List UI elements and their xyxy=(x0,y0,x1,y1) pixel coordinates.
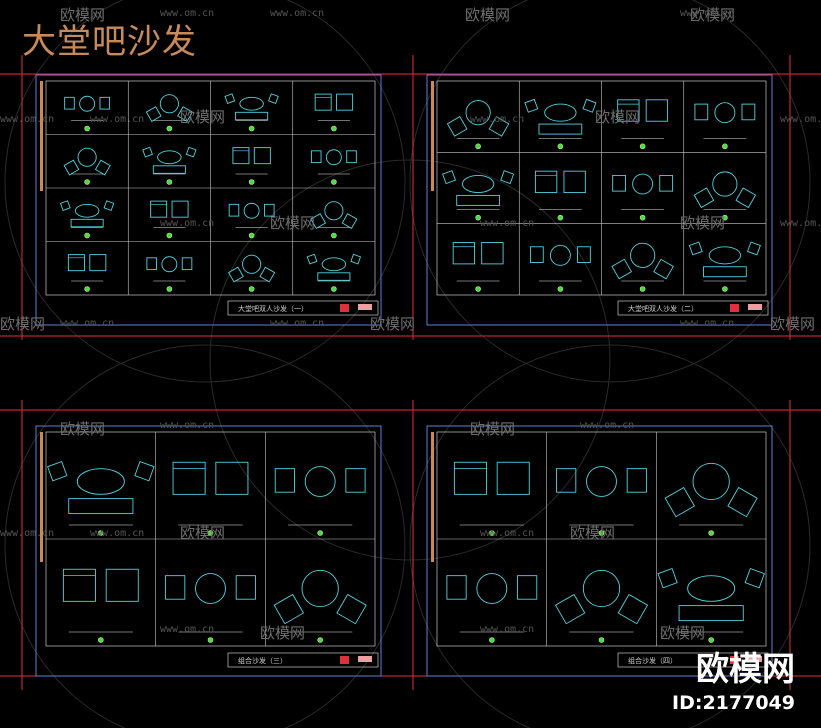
furniture-block xyxy=(556,466,647,536)
watermark-brand-text: 欧模网 xyxy=(595,108,641,126)
sheet-side-bar xyxy=(431,81,434,191)
watermark-url-text: www.om.cn xyxy=(270,8,325,19)
furniture-block xyxy=(59,200,115,239)
watermark-url-text: www.om.cn xyxy=(90,114,145,125)
furniture-block xyxy=(534,170,586,221)
furniture-block xyxy=(693,171,757,221)
sheet-title: 组合沙发（四） xyxy=(628,656,677,665)
watermark-brand-text: 欧模网 xyxy=(570,524,616,542)
title-block: 大堂吧双人沙发（一） xyxy=(227,300,379,316)
furniture-block xyxy=(453,461,530,536)
watermark-brand-text: 欧模网 xyxy=(180,108,226,126)
furniture-block xyxy=(611,242,674,292)
furniture-block xyxy=(524,98,597,150)
watermark-url-text: www.om.cn xyxy=(480,528,535,539)
furniture-block xyxy=(529,244,591,292)
sheet-title: 大堂吧双人沙发（一） xyxy=(238,304,308,313)
watermark-arcs xyxy=(4,0,811,728)
furniture-block xyxy=(617,99,669,150)
furniture-block xyxy=(442,170,515,221)
red-frame-lines xyxy=(0,55,821,690)
watermark-url-text: www.om.cn xyxy=(0,528,55,539)
sheet-side-bar xyxy=(431,432,434,562)
watermark-url-text: www.om.cn xyxy=(0,114,55,125)
cad-sheet-2: 大堂吧双人沙发（二） xyxy=(426,74,773,326)
watermark-url-text: www.om.cn xyxy=(160,8,215,19)
cad-sheet-3: 组合沙发（三） xyxy=(35,425,382,677)
page-title: 大堂吧沙发 xyxy=(22,22,197,62)
furniture-block xyxy=(224,93,279,132)
furniture-block xyxy=(694,102,756,150)
watermark-brand-text: 欧模网 xyxy=(465,6,511,24)
furniture-block xyxy=(657,568,765,643)
furniture-block xyxy=(310,149,357,185)
watermark-brand-text: 欧模网 xyxy=(270,214,316,232)
sheets-layer: 大堂吧双人沙发（一） 大堂吧双人沙发（二） 组合沙发（三） 组合沙发（四） xyxy=(35,74,773,677)
furniture-block xyxy=(452,242,504,292)
brand-id-text: ID:2177049 xyxy=(672,692,795,714)
watermark-url-text: www.om.cn xyxy=(160,624,215,635)
watermark-url-text: www.om.cn xyxy=(680,8,735,19)
brand-logo-text: 欧模网 xyxy=(696,649,795,688)
watermark-brand-text: 欧模网 xyxy=(680,214,726,232)
furniture-block xyxy=(446,100,510,150)
watermark-brand-text: 欧模网 xyxy=(60,6,106,24)
furniture-block xyxy=(232,147,271,185)
furniture-block xyxy=(165,573,256,643)
furniture-block xyxy=(62,568,139,643)
watermark-url-text: www.om.cn xyxy=(160,218,215,229)
watermark-brand-text: 欧模网 xyxy=(690,6,736,24)
furniture-block xyxy=(64,95,111,132)
furniture-block xyxy=(47,461,155,536)
sheet-side-bar xyxy=(40,81,43,191)
watermark-url-text: www.om.cn xyxy=(90,528,145,539)
furniture-block xyxy=(554,569,649,643)
cad-sheet-1: 大堂吧双人沙发（一） xyxy=(35,74,382,326)
watermark-brand-text: 欧模网 xyxy=(180,524,226,542)
furniture-block xyxy=(688,241,761,292)
furniture-block xyxy=(228,202,275,239)
furniture-block xyxy=(150,200,189,239)
furniture-block xyxy=(612,173,674,221)
furniture-block xyxy=(274,466,366,536)
furniture-block xyxy=(142,146,197,185)
watermark-url-text: www.om.cn xyxy=(680,318,735,329)
sheet-title: 组合沙发（三） xyxy=(238,656,287,665)
title-block: 组合沙发（三） xyxy=(227,652,379,668)
furniture-block xyxy=(67,254,107,292)
watermark-url-text: www.om.cn xyxy=(580,420,635,431)
furniture-block xyxy=(63,147,111,185)
watermark-url-text: www.om.cn xyxy=(160,420,215,431)
watermark-brand-text: 欧模网 xyxy=(60,420,106,438)
furniture-block xyxy=(146,256,193,292)
watermark-url-text: www.om.cn xyxy=(780,114,821,125)
title-block: 大堂吧双人沙发（二） xyxy=(617,300,769,316)
sheet-side-bar xyxy=(40,432,43,562)
watermark-brand-text: 欧模网 xyxy=(770,315,816,333)
furniture-block xyxy=(310,201,358,239)
furniture-block xyxy=(314,93,354,132)
furniture-block xyxy=(228,254,276,292)
watermark-brand-text: 欧模网 xyxy=(370,315,416,333)
watermark-url-text: www.om.cn xyxy=(270,318,325,329)
watermark-url-text: www.om.cn xyxy=(480,624,535,635)
furniture-block xyxy=(145,94,193,132)
furniture-block xyxy=(664,462,758,536)
watermark-brand-text: 欧模网 xyxy=(0,315,46,333)
furniture-block xyxy=(446,573,538,643)
watermark-url-text: www.om.cn xyxy=(470,114,525,125)
furniture-block xyxy=(273,569,367,643)
furniture-block xyxy=(172,461,249,536)
watermark-brand-text: 欧模网 xyxy=(660,624,706,642)
sheet-title: 大堂吧双人沙发（二） xyxy=(628,304,698,313)
watermark-url-text: www.om.cn xyxy=(480,218,535,229)
watermark-url-text: www.om.cn xyxy=(780,218,821,229)
cad-sheet-4: 组合沙发（四） xyxy=(426,425,773,677)
furniture-block xyxy=(306,253,362,292)
title-block: 组合沙发（四） xyxy=(617,652,769,668)
watermark-brand-text: 欧模网 xyxy=(260,624,306,642)
watermark-url-text: www.om.cn xyxy=(60,318,115,329)
watermark-brand-text: 欧模网 xyxy=(470,420,516,438)
